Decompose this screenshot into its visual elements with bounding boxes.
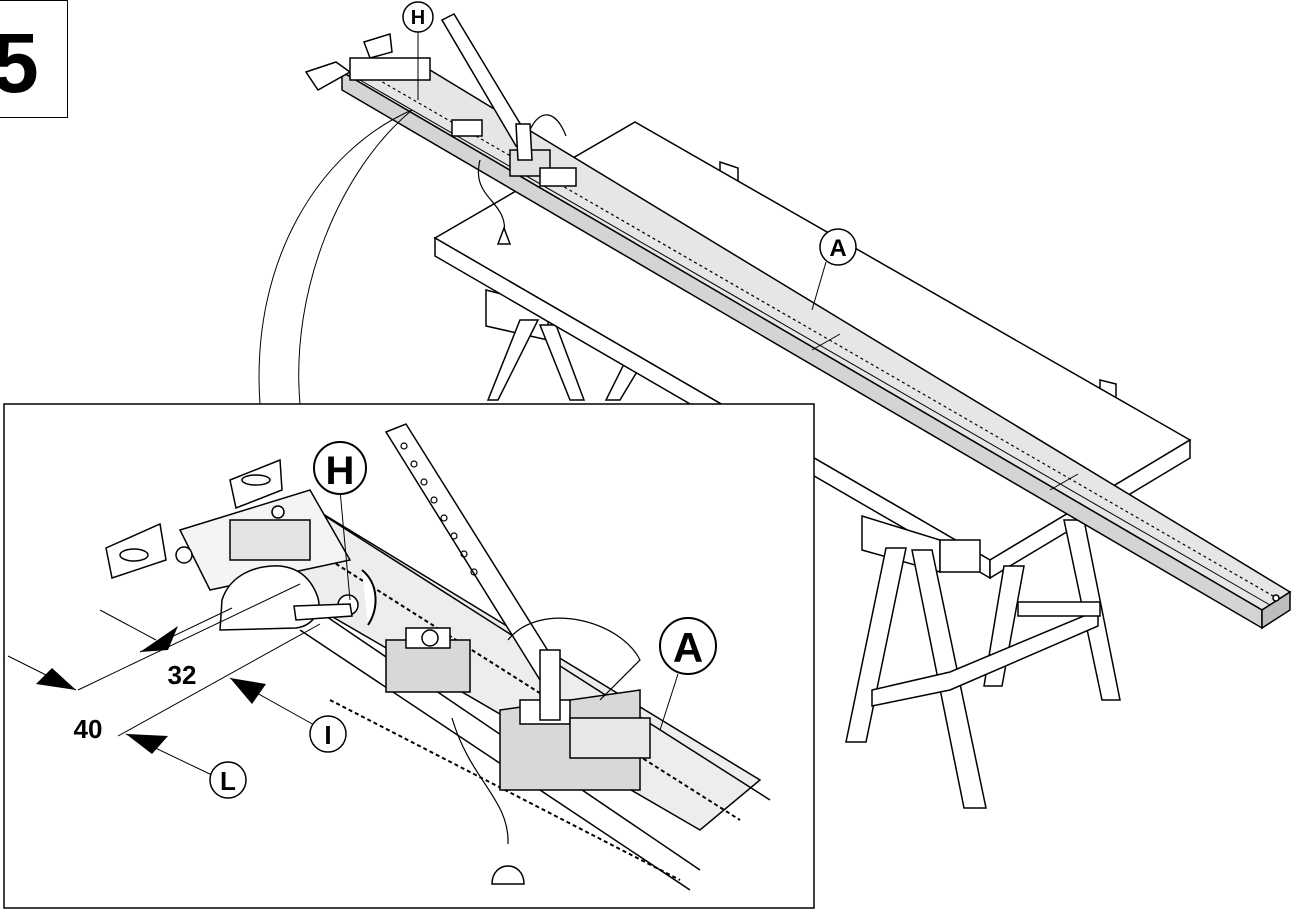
label-i-detail: I	[324, 720, 331, 750]
label-h-detail: H	[326, 449, 355, 493]
power-cable	[529, 114, 567, 137]
label-l-detail: L	[220, 766, 236, 796]
main-scene	[258, 1, 1292, 809]
label-h-main: H	[411, 7, 425, 29]
hand-with-wrench	[219, 565, 353, 631]
zoom-line-right	[298, 109, 413, 405]
callout-h-detail	[313, 441, 367, 601]
dimension-outer-value: 40	[74, 714, 103, 744]
detail-lever-arm	[384, 423, 562, 721]
callout-h-main	[402, 1, 434, 100]
detail-inset: H A I L 32 40	[3, 403, 815, 909]
callout-a-main	[811, 228, 857, 311]
pull-cord	[477, 159, 506, 237]
dimension-inner-value: 32	[168, 660, 197, 690]
sawhorse-right	[845, 514, 1121, 809]
dimension-lines	[7, 583, 321, 777]
detail-pull-cord	[451, 717, 509, 845]
lever-arm	[440, 13, 533, 161]
step-number-box: 5	[0, 0, 68, 118]
detail-pull-handle	[491, 865, 525, 885]
rail-head	[304, 33, 577, 187]
callout-i-detail	[309, 715, 347, 753]
callout-l-detail	[209, 761, 247, 799]
zoom-line-left	[258, 109, 413, 405]
step-number: 5	[0, 16, 39, 110]
label-a-main: A	[829, 235, 846, 262]
pull-handle	[496, 225, 512, 245]
label-a-detail: A	[673, 624, 703, 671]
detail-carriages	[385, 627, 651, 791]
dimension-arrows	[36, 626, 266, 754]
detail-head	[105, 458, 352, 591]
detail-power-cable	[507, 617, 641, 701]
callout-a-detail	[659, 617, 717, 731]
